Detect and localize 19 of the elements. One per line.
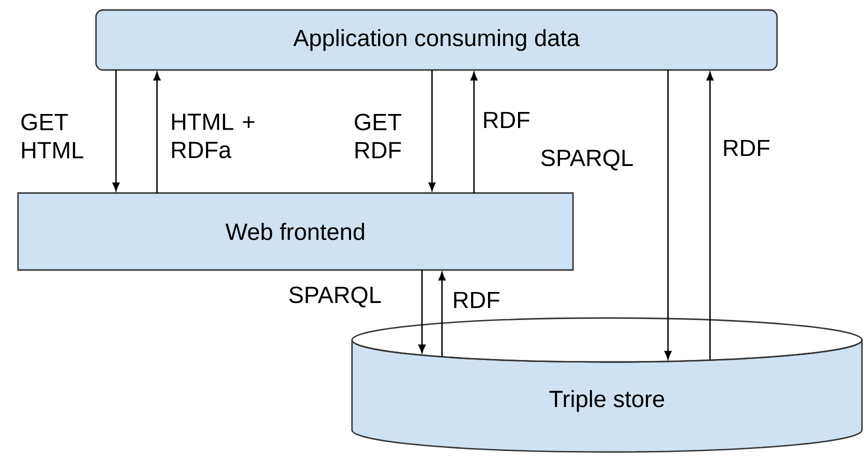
process-box: Web frontend <box>17 192 574 271</box>
arrow <box>112 70 120 191</box>
edge-label: GET RDF <box>354 114 402 158</box>
arrow <box>153 72 161 193</box>
edge-label: SPARQL <box>541 150 633 170</box>
arrow <box>418 270 426 353</box>
edge-label: HTML + RDFa <box>172 114 254 158</box>
arrow <box>438 272 446 357</box>
edge-label: RDF <box>454 292 500 308</box>
edge-label: RDF <box>484 112 530 128</box>
arrow <box>706 72 714 360</box>
edge-label: SPARQL <box>289 286 381 308</box>
edge-label: GET HTML <box>21 114 84 158</box>
database-cylinder: Triple store <box>351 317 863 453</box>
arrow <box>428 70 436 191</box>
edge-label: RDF <box>724 140 770 156</box>
process-box: Application consuming data <box>95 9 778 71</box>
arrow <box>664 70 672 360</box>
arrow <box>470 72 478 193</box>
